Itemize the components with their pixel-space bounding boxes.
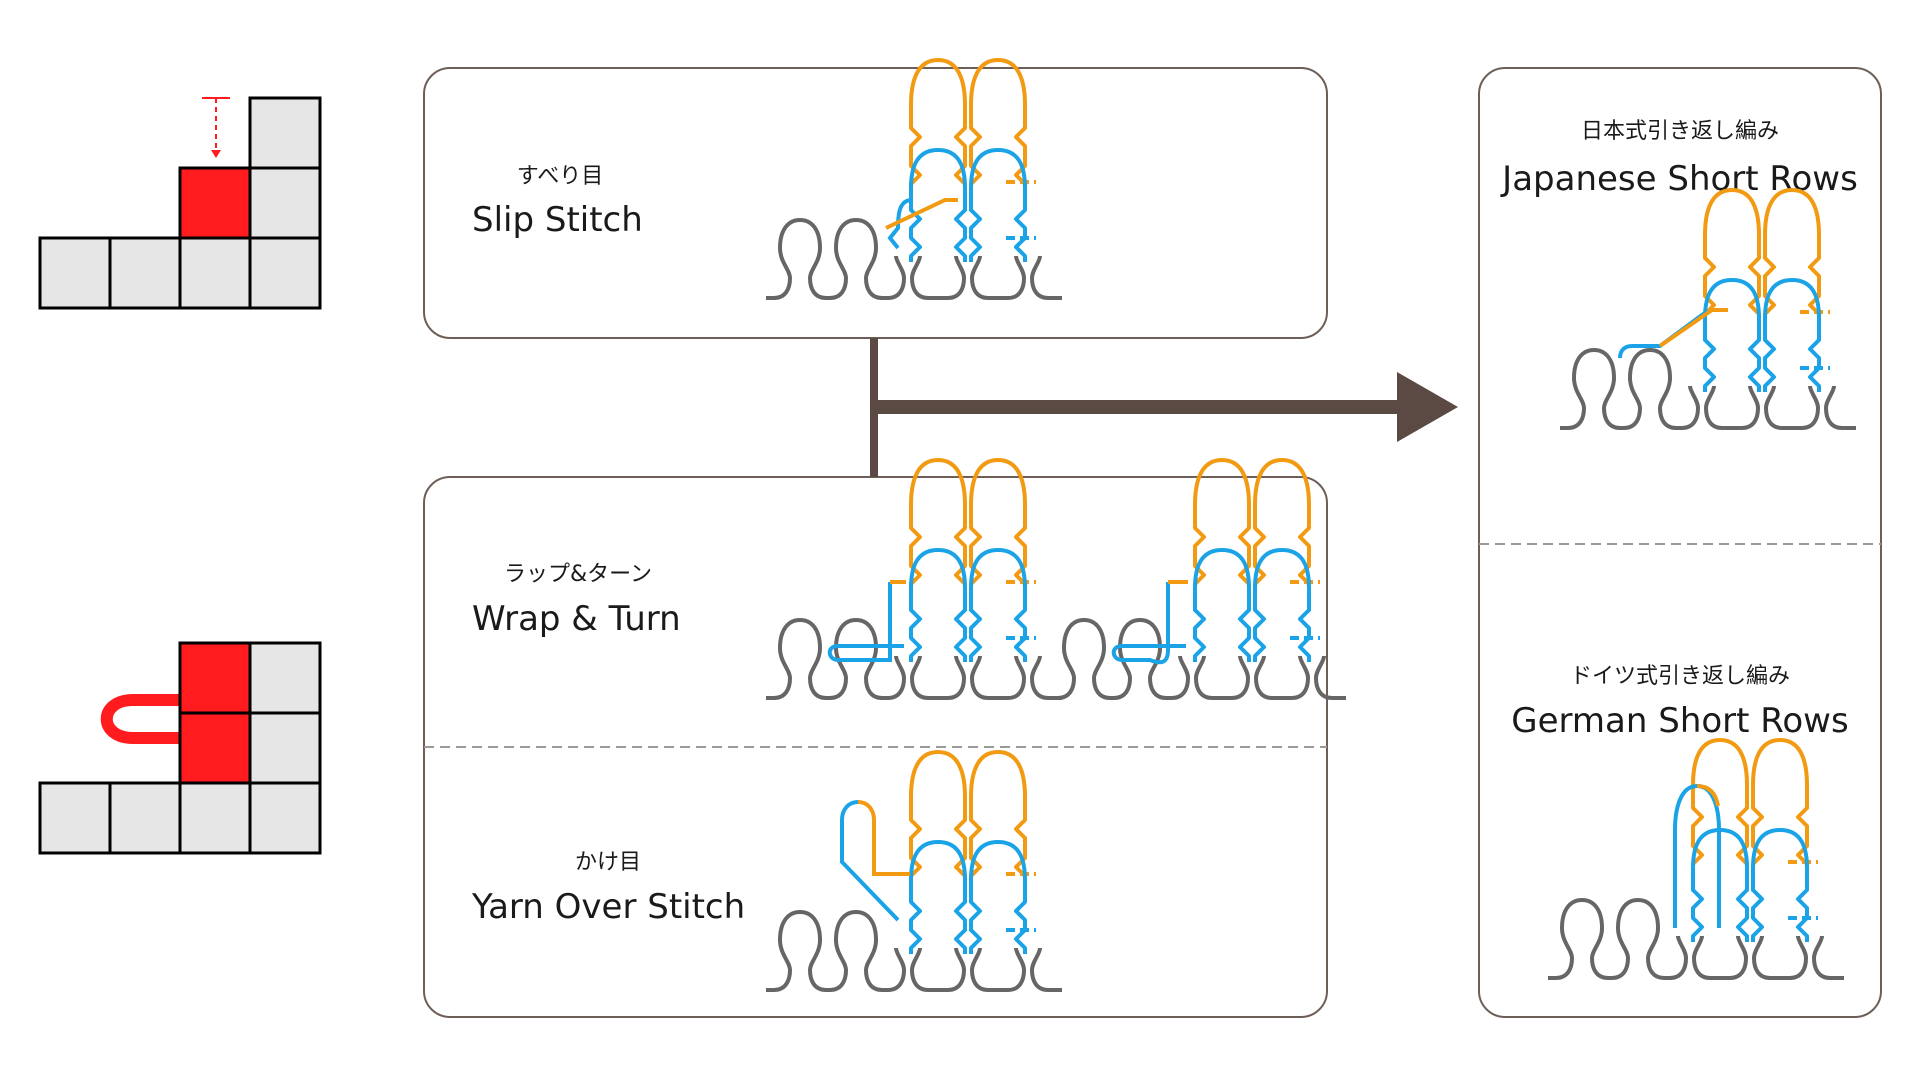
wrap-turn-en-label: Wrap & Turn xyxy=(472,599,681,639)
drop-arrow-icon xyxy=(202,97,230,158)
german-short-rows-chart xyxy=(1546,738,1846,980)
yarn-over-jp-label: かけ目 xyxy=(575,850,641,875)
wrap-turn-chart-a xyxy=(764,458,1064,700)
yarn-over-en-label: Yarn Over Stitch xyxy=(471,887,745,927)
slip-stitch-chart xyxy=(764,58,1064,300)
japanese-short-rows-chart xyxy=(1558,188,1858,430)
japanese-short-rows-jp-label: 日本式引き返し編み xyxy=(1581,119,1779,144)
wrap-turn-chart-b xyxy=(1048,458,1348,700)
yarn-over-chart xyxy=(764,750,1064,992)
grid-slip-icon xyxy=(38,96,322,310)
grid-wrap-icon xyxy=(38,641,322,855)
wrap-turn-jp-label: ラップ&ターン xyxy=(504,562,652,587)
result-panel xyxy=(1478,67,1882,1018)
german-short-rows-jp-label: ドイツ式引き返し編み xyxy=(1570,664,1790,689)
arrow-right-icon xyxy=(870,338,1458,477)
german-short-rows-en-label: German Short Rows xyxy=(1511,701,1848,741)
slip-stitch-jp-label: すべり目 xyxy=(517,164,603,189)
slip-stitch-en-label: Slip Stitch xyxy=(472,200,643,240)
